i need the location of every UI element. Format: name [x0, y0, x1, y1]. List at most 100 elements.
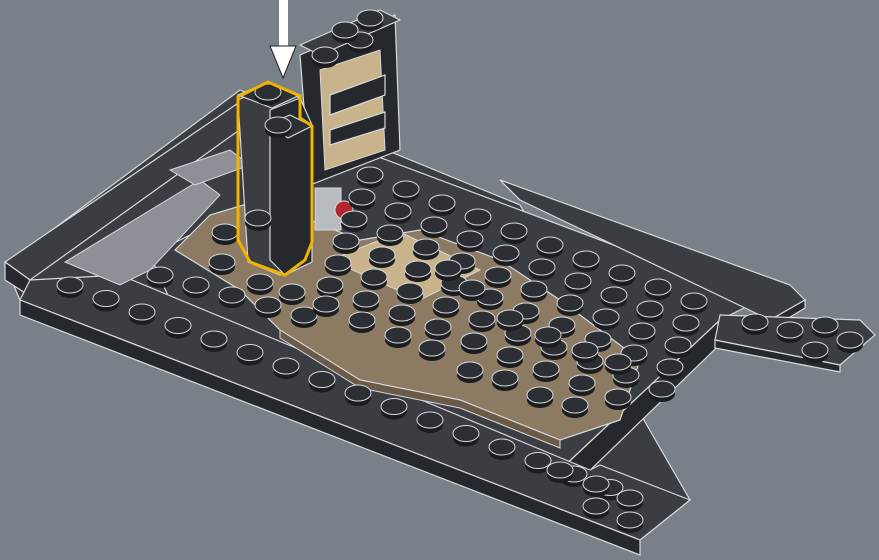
stud	[212, 224, 238, 245]
stud	[837, 332, 863, 353]
stud	[345, 385, 371, 406]
stud	[583, 476, 609, 497]
stud	[569, 375, 595, 396]
stud	[459, 280, 485, 301]
stud	[469, 311, 495, 332]
stud	[572, 342, 598, 363]
stud	[265, 117, 291, 138]
stud	[527, 387, 553, 408]
stud	[649, 381, 675, 402]
stud	[353, 291, 379, 312]
stud	[529, 259, 555, 280]
stud	[617, 512, 643, 533]
stud	[147, 267, 173, 288]
stud	[547, 462, 573, 483]
stud	[601, 287, 627, 308]
stud	[419, 340, 445, 361]
stud	[429, 195, 455, 216]
stud	[609, 265, 635, 286]
stud	[433, 297, 459, 318]
stud	[562, 397, 588, 418]
stud	[332, 22, 358, 43]
stud	[245, 210, 271, 231]
stud	[461, 333, 487, 354]
stud	[361, 269, 387, 290]
stud	[593, 309, 619, 330]
stud	[489, 439, 515, 460]
stud	[645, 279, 671, 300]
stud	[255, 297, 281, 318]
stud	[341, 211, 367, 232]
stud	[237, 345, 263, 366]
stud	[802, 342, 828, 363]
stud	[533, 361, 559, 382]
stud	[605, 389, 631, 410]
stud	[385, 327, 411, 348]
stud	[453, 426, 479, 447]
stud	[492, 370, 518, 391]
stud	[465, 209, 491, 230]
stud	[209, 254, 235, 275]
stud	[637, 301, 663, 322]
stud	[497, 310, 523, 331]
stud	[657, 359, 683, 380]
stud	[279, 284, 305, 305]
stud	[93, 291, 119, 312]
stud	[665, 337, 691, 358]
stud	[493, 245, 519, 266]
stud	[485, 267, 511, 288]
stud	[435, 260, 461, 281]
stud	[629, 323, 655, 344]
stud	[521, 281, 547, 302]
stud	[457, 231, 483, 252]
stud	[129, 304, 155, 325]
stud	[393, 181, 419, 202]
stud	[219, 287, 245, 308]
stud	[349, 312, 375, 333]
stud	[385, 203, 411, 224]
stud	[325, 255, 351, 276]
stud	[605, 354, 631, 375]
stud	[312, 47, 338, 68]
stud	[413, 239, 439, 260]
stud	[369, 247, 395, 268]
stud	[309, 372, 335, 393]
stud	[247, 274, 273, 295]
stud	[497, 347, 523, 368]
stud	[291, 307, 317, 328]
stud	[421, 217, 447, 238]
stud	[565, 273, 591, 294]
stud	[573, 251, 599, 272]
stud	[812, 317, 838, 338]
stud	[389, 305, 415, 326]
stud	[405, 261, 431, 282]
stud	[681, 293, 707, 314]
stud	[617, 490, 643, 511]
stud	[317, 277, 343, 298]
stud	[183, 277, 209, 298]
stud	[535, 327, 561, 348]
stud	[377, 225, 403, 246]
stud	[273, 358, 299, 379]
stud	[201, 331, 227, 352]
stud	[501, 223, 527, 244]
stud	[381, 399, 407, 420]
stud	[537, 237, 563, 258]
stud	[673, 315, 699, 336]
stud	[57, 277, 83, 298]
stud	[557, 295, 583, 316]
stud	[333, 233, 359, 254]
stud	[583, 498, 609, 519]
stud	[425, 319, 451, 340]
stud	[357, 167, 383, 188]
stud	[357, 10, 383, 31]
stud	[742, 314, 768, 335]
stud	[397, 283, 423, 304]
stud	[165, 318, 191, 339]
stud	[349, 189, 375, 210]
stud	[313, 296, 339, 317]
stud	[417, 412, 443, 433]
stud	[777, 322, 803, 343]
